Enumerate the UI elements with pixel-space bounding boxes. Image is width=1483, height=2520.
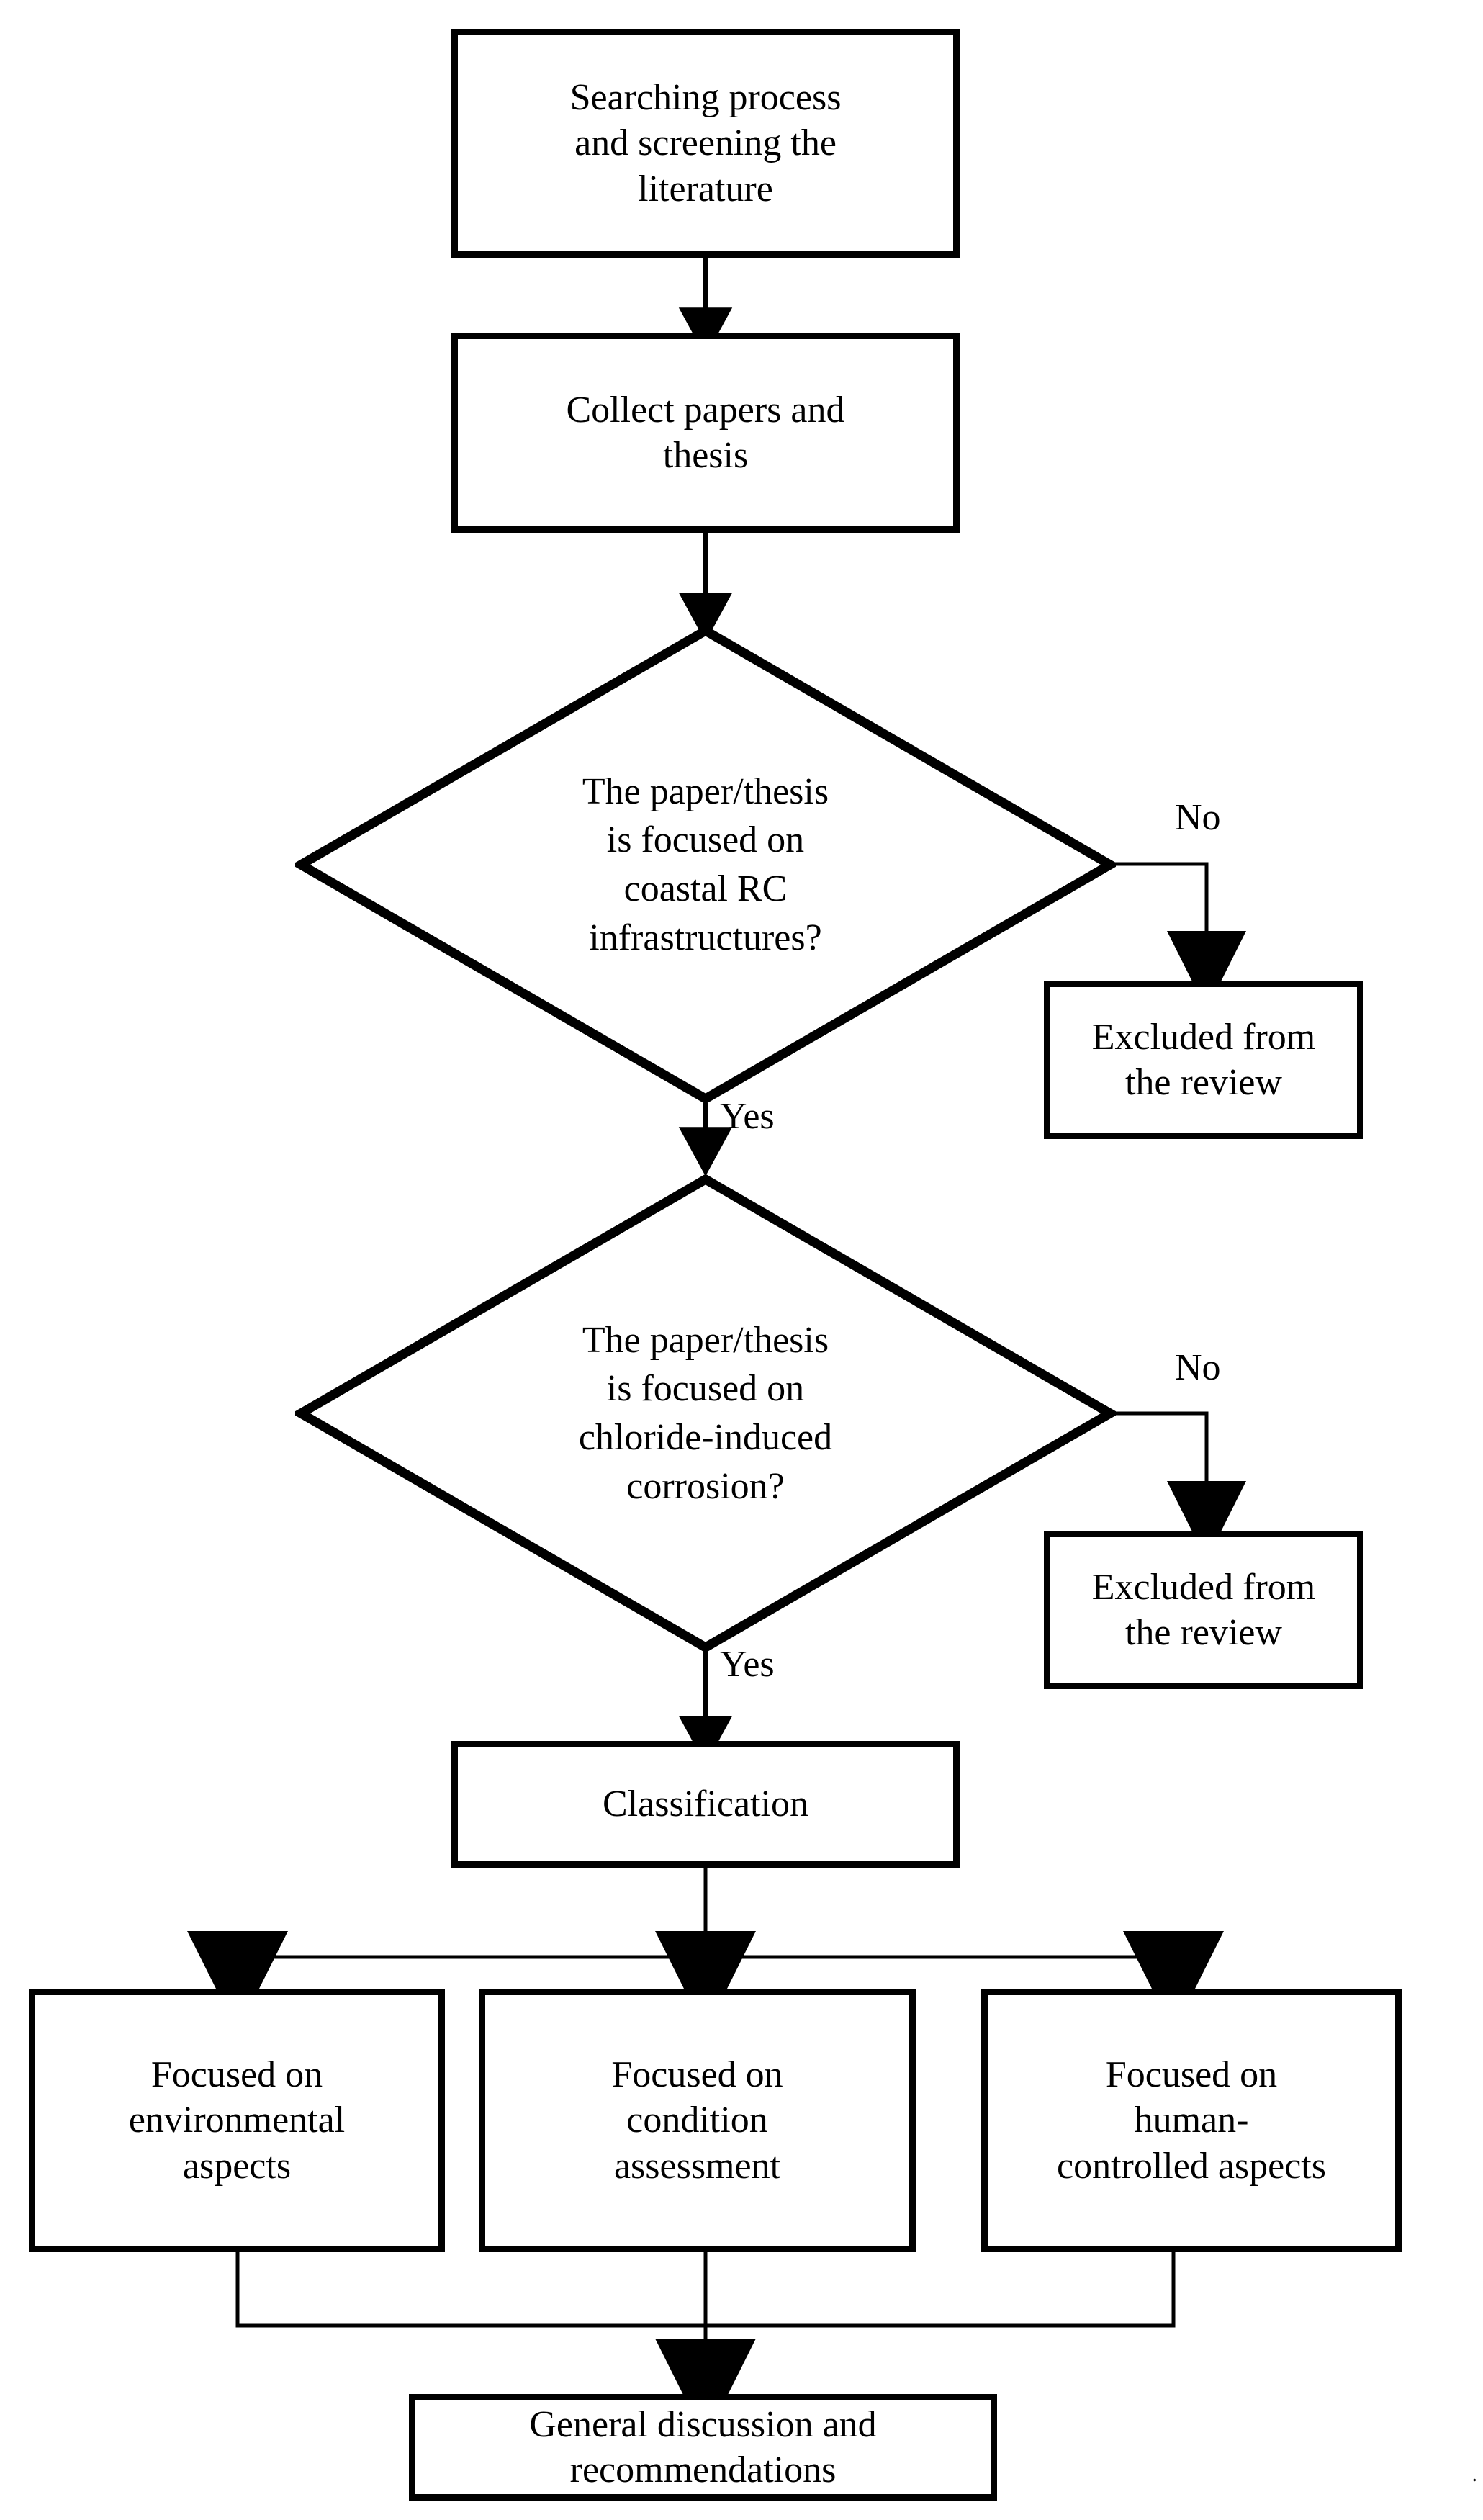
figure-footnote-mark: . (1471, 2462, 1478, 2486)
node-excluded-review-1[interactable]: Excluded from the review (1044, 981, 1363, 1139)
node-focused-human-controlled[interactable]: Focused on human- controlled aspects (981, 1989, 1402, 2252)
node-classification[interactable]: Classification (451, 1741, 960, 1868)
node-label: Focused on human- controlled aspects (1057, 2053, 1326, 2187)
node-label: The paper/thesis is focused on coastal R… (582, 770, 829, 958)
node-focused-condition[interactable]: Focused on condition assessment (479, 1989, 916, 2252)
edge-label-coastal-no: No (1175, 797, 1221, 838)
edge-coastal-no (1114, 862, 1246, 1010)
edge-chloride-no (1114, 1411, 1246, 1560)
node-excluded-review-2[interactable]: Excluded from the review (1044, 1531, 1363, 1689)
edge-label-coastal-yes: Yes (720, 1096, 775, 1137)
node-label: The paper/thesis is focused on chloride-… (578, 1319, 833, 1507)
node-collect-papers[interactable]: Collect papers and thesis (451, 333, 960, 533)
diamond-shape (295, 1174, 1116, 1653)
node-searching-process[interactable]: Searching process and screening the lite… (451, 29, 960, 258)
node-label: Excluded from the review (1091, 1016, 1316, 1103)
node-label: Focused on environmental aspects (128, 2053, 346, 2187)
node-label: Collect papers and thesis (566, 389, 845, 476)
node-decision-chloride[interactable]: The paper/thesis is focused on chloride-… (295, 1174, 1116, 1653)
node-label: Searching process and screening the lite… (569, 76, 842, 210)
node-label: Classification (603, 1783, 808, 1825)
diamond-shape (295, 625, 1116, 1104)
node-label: Focused on condition assessment (611, 2053, 783, 2187)
node-general-discussion[interactable]: General discussion and recommendations (409, 2394, 997, 2501)
node-label: Excluded from the review (1091, 1566, 1316, 1653)
node-focused-environmental[interactable]: Focused on environmental aspects (29, 1989, 445, 2252)
edge-label-chloride-yes: Yes (720, 1644, 775, 1685)
edge-label-chloride-no: No (1175, 1347, 1221, 1388)
node-label: General discussion and recommendations (529, 2403, 877, 2490)
node-decision-coastal[interactable]: The paper/thesis is focused on coastal R… (295, 625, 1116, 1104)
